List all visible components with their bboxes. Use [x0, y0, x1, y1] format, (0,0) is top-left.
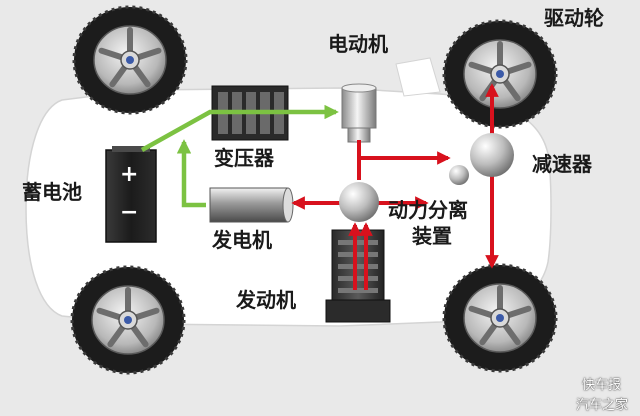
front-right-drive-wheel-icon	[444, 21, 556, 127]
generator-icon	[209, 187, 294, 223]
watermark-line2: 汽车之家	[576, 398, 629, 413]
car-body-mirror	[395, 57, 441, 97]
power-split-label-line1: 动力分离	[388, 198, 468, 222]
mechanical-flow-lines	[291, 83, 499, 290]
battery-minus-symbol: −	[120, 200, 139, 225]
generator-label: 发电机	[212, 228, 272, 252]
electric-flow-lines	[140, 104, 339, 208]
drive-wheel-label: 驱动轮	[544, 6, 604, 30]
power-split-sphere-icon	[339, 182, 379, 222]
power-split-label-line2: 装置	[412, 224, 452, 248]
motor-icon	[341, 83, 377, 143]
rear-left-wheel-icon	[72, 267, 184, 373]
battery-plus-symbol: +	[120, 162, 139, 187]
front-left-wheel-icon	[74, 7, 186, 113]
engine-label: 发动机	[236, 288, 296, 312]
rear-right-drive-wheel-icon	[444, 265, 556, 371]
reducer-gear-icon	[470, 133, 514, 177]
inverter-label: 变压器	[214, 146, 274, 170]
watermark-line1: 快车报	[582, 378, 622, 393]
motor-label: 电动机	[328, 32, 388, 56]
engine-icon	[325, 229, 391, 323]
reducer-label: 减速器	[532, 152, 592, 176]
reducer-small-gear-icon	[449, 165, 469, 185]
battery-icon	[105, 146, 157, 243]
battery-label: 蓄电池	[22, 180, 82, 204]
